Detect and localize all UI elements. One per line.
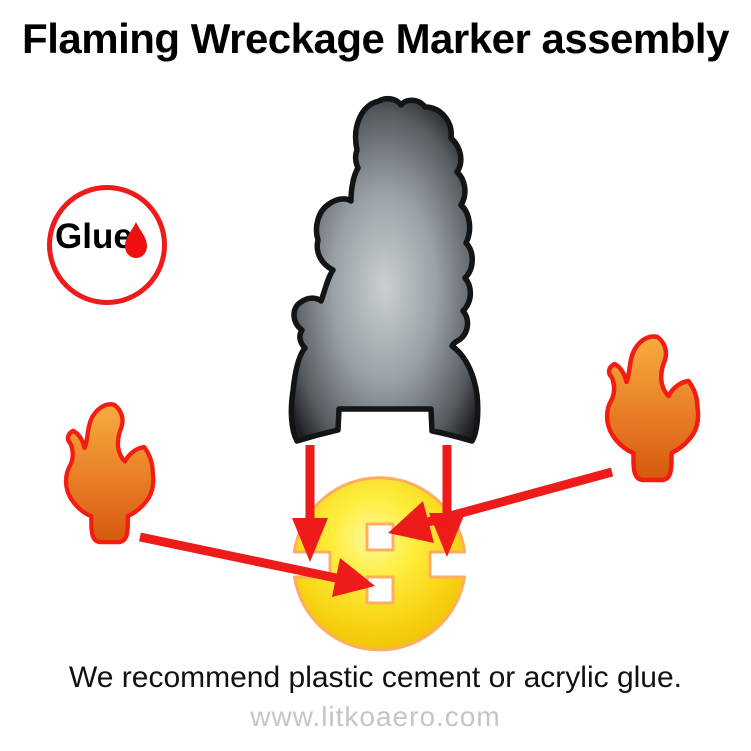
website-watermark: www.litkoaero.com: [250, 701, 501, 732]
fireball-base-shape: [292, 476, 467, 652]
glue-badge: Glue: [47, 185, 167, 305]
glue-badge-ring: [47, 185, 167, 305]
arrow-left-flame-to-slot: [139, 532, 375, 597]
page-title: Flaming Wreckage Marker assembly: [22, 15, 729, 62]
smoke-plume-shape: [288, 95, 481, 444]
arrow-smoke-left-tab: [292, 445, 328, 562]
arrow-smoke-right-tab: [429, 445, 465, 557]
arrow-right-flame-to-slot: [388, 467, 614, 543]
right-flame-shape: [607, 336, 698, 480]
glue-droplet-icon: [125, 222, 147, 258]
left-flame-shape: [66, 404, 153, 542]
glue-badge-label: Glue: [55, 217, 133, 256]
recommendation-text: We recommend plastic cement or acrylic g…: [68, 661, 682, 694]
